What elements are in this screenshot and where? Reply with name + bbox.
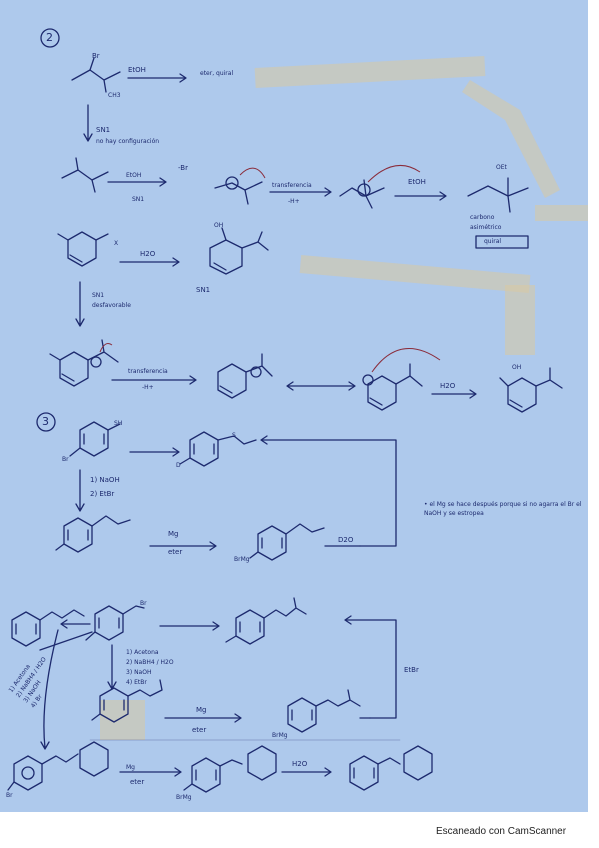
br-label: Br <box>92 52 100 60</box>
proton-transfer-label-b: transferencia <box>128 368 168 375</box>
brmg-label-c: BrMg <box>176 794 192 801</box>
brmg-label: BrMg <box>234 556 250 563</box>
reagent-etoh: EtOH <box>128 66 146 74</box>
oh-label-b: OH <box>512 364 522 371</box>
condition-label: eter, quiral <box>200 70 234 77</box>
br-label-s3: Br <box>62 456 69 463</box>
oh-label: OH <box>214 222 224 229</box>
eter-label-b: eter <box>192 726 207 734</box>
h2o-label: H2O <box>140 250 156 258</box>
mg-order-note: • el Mg se hace después porque si no aga… <box>424 501 582 517</box>
step-1-naoh: 1) NaOH <box>90 476 120 484</box>
ch3-label: CH3 <box>108 92 121 99</box>
sn1-note: SN1 <box>96 126 111 134</box>
desfavorable-label: desfavorable <box>92 302 131 309</box>
sn1-label-b: SN1 <box>196 286 211 294</box>
mg-label: Mg <box>168 530 179 538</box>
sh-label: SH <box>114 420 123 427</box>
s-label: S <box>232 432 236 439</box>
h2o-label-s3: H2O <box>292 760 308 768</box>
eter-label: eter <box>168 548 183 556</box>
reagents-right-column: 1) Acetona 2) NaBH4 / H2O 3) NaOH 4) EtB… <box>126 649 174 686</box>
proton-transfer-label: transferencia <box>272 182 312 189</box>
brmg-label-b: BrMg <box>272 732 288 739</box>
sn1-label: SN1 <box>132 196 145 203</box>
nucleophile-etoh: EtOH <box>126 172 142 179</box>
eter-label-c: eter <box>130 778 145 786</box>
br-label-c: Br <box>6 792 13 799</box>
br-label-b: Br <box>140 600 147 607</box>
x-label: X <box>114 240 119 247</box>
step-2-etbr: 2) EtBr <box>90 490 115 498</box>
d2o-label: D2O <box>338 536 354 544</box>
minus-h-label-b: -H+ <box>142 384 154 391</box>
scanned-notebook-page: 2 Br EtOH eter, quiral CH3 SN1 no hay co… <box>0 0 588 812</box>
handwritten-chemistry-drawing <box>7 28 588 793</box>
mg-label-c: Mg <box>126 764 135 771</box>
minus-h-label: -H+ <box>288 198 300 205</box>
quiral-label: quiral <box>484 238 502 245</box>
mg-label-b: Mg <box>196 706 207 714</box>
etoh-arrow-label: EtOH <box>408 178 426 186</box>
camscanner-watermark: Escaneado con CamScanner <box>436 826 567 837</box>
etbr-label: EtBr <box>404 666 419 674</box>
section-2-number: 2 <box>46 31 53 44</box>
leaving-group: -Br <box>178 164 188 172</box>
d-label: D <box>176 462 181 469</box>
oet-label: OEt <box>496 164 507 171</box>
carbono-label: carbono <box>470 214 495 221</box>
section-3-number: 3 <box>42 415 49 428</box>
h2o-label-b: H2O <box>440 382 456 390</box>
sn1-label-c: SN1 <box>92 292 105 299</box>
no-configuration-note: no hay configuración <box>96 138 160 145</box>
asimetrico-label: asimétrico <box>470 224 502 231</box>
